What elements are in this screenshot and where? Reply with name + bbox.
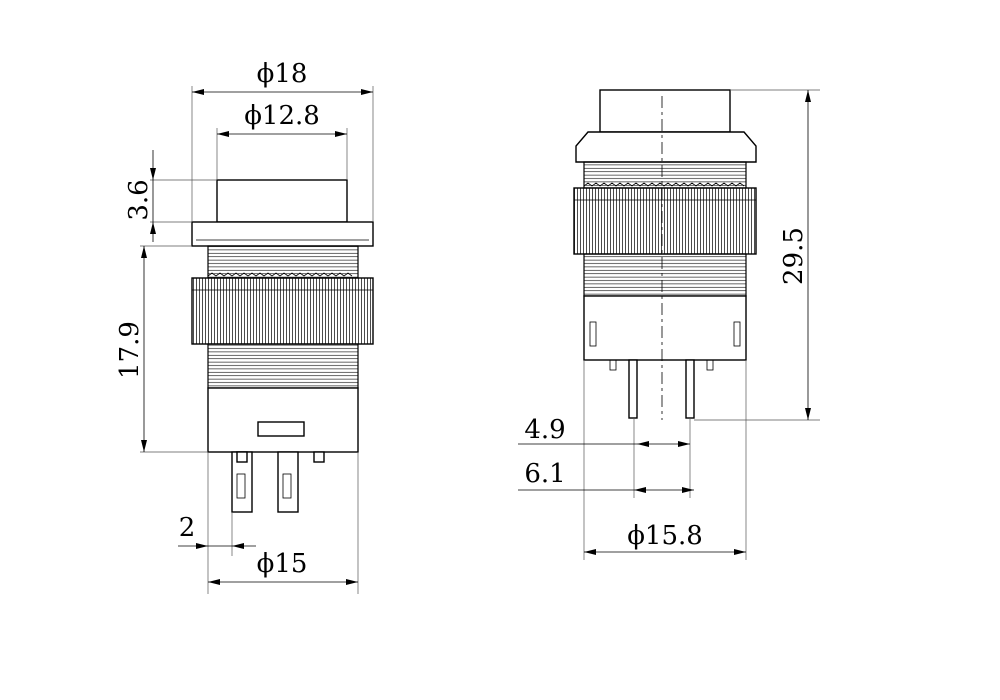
dim-terminal-offset: 2 [179, 513, 196, 543]
base-side [583, 295, 747, 361]
terminal-slot [257, 421, 305, 437]
pin-right [685, 359, 695, 419]
dim-body-diameter: ϕ15 [257, 549, 308, 579]
terminal-stub-left [236, 451, 248, 463]
pin-left [628, 359, 638, 419]
knurled-nut-side [573, 187, 757, 255]
terminal-right [277, 451, 299, 513]
lower-thread-side [583, 253, 747, 297]
knurled-nut [191, 277, 374, 345]
right-view: 29.5 4.9 6.1 ϕ15.8 [518, 89, 820, 560]
dim-pin-spacing-outer: 6.1 [524, 459, 565, 489]
dim-button-height: 3.6 [124, 179, 154, 220]
dim-body-height: 17.9 [115, 321, 145, 379]
dim-thread-diameter: ϕ15.8 [627, 521, 703, 551]
dim-pin-spacing-inner: 4.9 [524, 415, 565, 445]
lower-thread [207, 343, 359, 389]
upper-thread-side [583, 161, 747, 189]
flange [191, 221, 374, 247]
left-view: ϕ18 ϕ12.8 3.6 17.9 2 ϕ15 [115, 59, 374, 594]
upper-thread [207, 245, 359, 279]
base-housing [207, 387, 359, 453]
button-cap-side [599, 89, 731, 133]
dim-button-diameter: ϕ12.8 [244, 101, 320, 131]
terminal-stub-right [313, 451, 325, 463]
dim-outer-diameter: ϕ18 [257, 59, 308, 89]
dim-total-height: 29.5 [779, 227, 809, 285]
button-cap [216, 179, 348, 223]
flange-side [575, 131, 757, 163]
